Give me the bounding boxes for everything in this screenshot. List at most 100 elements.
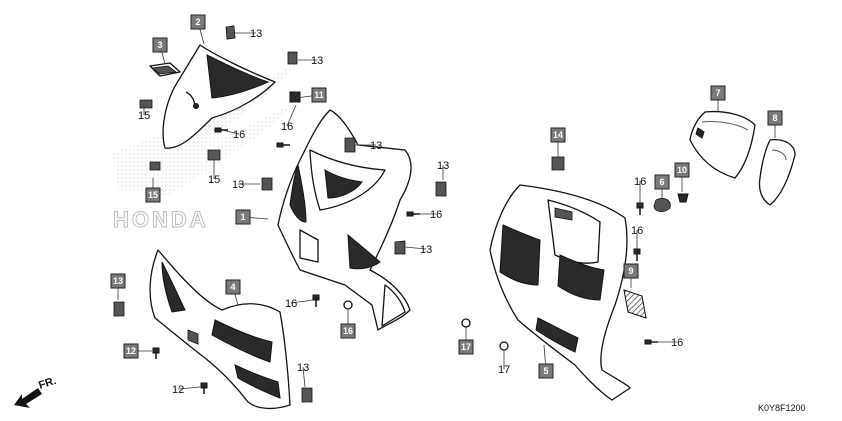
inner-cover-5 xyxy=(489,184,631,401)
callout-layer: 1234567891011121314151617131313131313131… xyxy=(110,14,783,396)
callout-c12: 12 xyxy=(123,343,152,359)
callout-c7: 7 xyxy=(710,85,726,112)
callout-number: 2 xyxy=(195,17,200,27)
bracket-part-3 xyxy=(149,62,181,77)
callout-box xyxy=(458,339,474,355)
callout-c8: 8 xyxy=(767,110,783,138)
callout-box xyxy=(311,87,327,103)
callout-t13c: 13 xyxy=(355,140,382,152)
callout-number: 7 xyxy=(715,88,720,98)
callout-t13f: 13 xyxy=(404,244,432,256)
callout-box xyxy=(110,273,126,289)
callout-t15b: 15 xyxy=(208,160,220,186)
leader-line xyxy=(286,104,297,127)
callout-t16a: 16 xyxy=(221,129,245,141)
leader-line xyxy=(177,386,201,390)
callout-t16c: 16 xyxy=(416,209,442,221)
callout-t16f: 16 xyxy=(631,225,643,250)
callout-box xyxy=(123,343,139,359)
callout-t16g: 16 xyxy=(652,337,683,349)
callout-number: 16 xyxy=(631,225,643,237)
callout-t13d: 13 xyxy=(437,160,449,180)
callout-c13: 13 xyxy=(110,273,126,300)
callout-number: 15 xyxy=(138,110,150,122)
callout-box xyxy=(654,174,670,190)
callout-box xyxy=(152,37,168,53)
leader-line xyxy=(221,129,240,135)
callout-box xyxy=(623,263,639,279)
callout-t13g: 13 xyxy=(297,362,309,388)
clip-10 xyxy=(677,193,689,203)
callout-t13e: 13 xyxy=(232,179,260,191)
clip-nuts xyxy=(113,25,565,403)
callout-c2: 2 xyxy=(190,14,206,45)
callout-box xyxy=(767,110,783,126)
callout-t12a: 12 xyxy=(172,384,201,396)
callout-number: 15 xyxy=(148,190,158,200)
callout-number: 15 xyxy=(208,174,220,186)
callout-number: 14 xyxy=(553,130,563,140)
callout-number: 16 xyxy=(233,129,245,141)
front-direction-label: FR. xyxy=(37,375,58,392)
callout-number: 10 xyxy=(677,165,687,175)
callout-number: 13 xyxy=(311,55,323,67)
callout-number: 17 xyxy=(498,364,510,376)
callout-box xyxy=(190,14,206,30)
lower-left-cover xyxy=(149,249,291,410)
callout-number: 16 xyxy=(343,326,353,336)
callout-c11: 11 xyxy=(295,87,327,103)
cover-plate-8 xyxy=(758,139,796,206)
callout-number: 13 xyxy=(113,276,123,286)
callout-number: 16 xyxy=(430,209,442,221)
callout-t16d: 16 xyxy=(285,298,314,310)
callout-number: 17 xyxy=(461,342,471,352)
callout-box xyxy=(710,85,726,101)
callout-c3: 3 xyxy=(152,37,168,65)
front-top-cover xyxy=(162,44,276,149)
diagram-code: K0Y8F1200 xyxy=(758,403,806,413)
callout-number: 4 xyxy=(230,282,235,292)
callout-c14: 14 xyxy=(550,127,566,157)
callout-number: 16 xyxy=(671,337,683,349)
callout-c5: 5 xyxy=(538,344,554,379)
callout-number: 6 xyxy=(659,177,664,187)
callout-number: 11 xyxy=(314,90,324,100)
callout-number: 13 xyxy=(297,362,309,374)
callout-box xyxy=(145,187,161,203)
pad-9 xyxy=(623,289,647,319)
callout-c6: 6 xyxy=(654,174,670,198)
callout-c15: 15 xyxy=(145,178,161,203)
callout-box xyxy=(235,209,251,225)
callout-c17: 17 xyxy=(458,327,474,355)
leader-line xyxy=(290,299,314,304)
watermark-text: HONDA xyxy=(113,207,209,232)
callout-box xyxy=(550,127,566,143)
callout-number: 16 xyxy=(634,176,646,188)
callout-t16e: 16 xyxy=(634,176,646,205)
callout-number: 16 xyxy=(285,298,297,310)
callout-number: 13 xyxy=(250,28,262,40)
callout-box xyxy=(340,323,356,339)
callout-c10: 10 xyxy=(674,162,690,192)
cover-plate-7 xyxy=(689,110,756,179)
callout-number: 13 xyxy=(420,244,432,256)
callout-number: 13 xyxy=(232,179,244,191)
callout-number: 12 xyxy=(126,346,136,356)
callout-number: 12 xyxy=(172,384,184,396)
callout-t15a: 15 xyxy=(138,108,150,122)
callout-number: 3 xyxy=(157,40,162,50)
callout-box xyxy=(225,279,241,295)
callout-c1: 1 xyxy=(235,209,269,225)
callout-number: 5 xyxy=(543,366,548,376)
callout-t13a: 13 xyxy=(234,28,262,40)
front-inner-cover xyxy=(277,109,412,331)
callout-number: 8 xyxy=(772,113,777,123)
callout-c4: 4 xyxy=(225,279,241,306)
leader-line xyxy=(302,366,306,388)
callout-c16: 16 xyxy=(340,310,356,339)
callout-c9: 9 xyxy=(623,263,639,288)
callout-number: 9 xyxy=(628,266,633,276)
callout-number: 13 xyxy=(437,160,449,172)
callout-t17a: 17 xyxy=(498,350,510,376)
callout-t16b: 16 xyxy=(281,104,297,133)
